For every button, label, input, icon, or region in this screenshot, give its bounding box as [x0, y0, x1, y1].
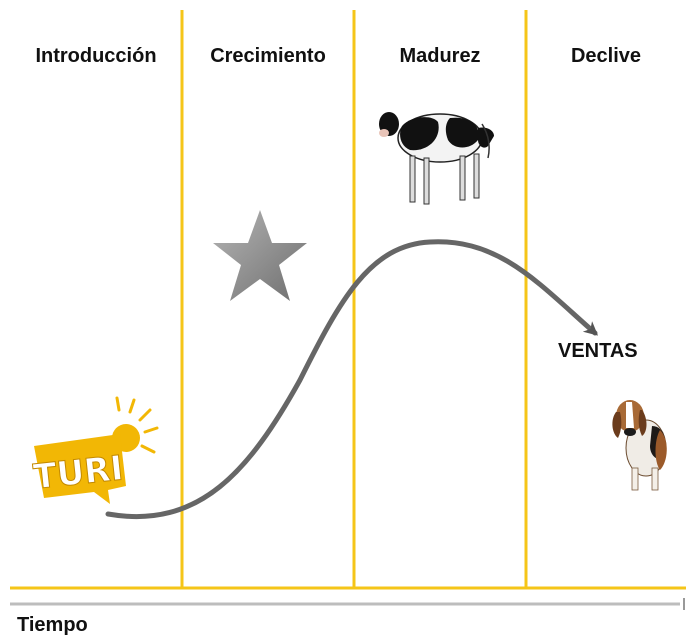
turi-logo-text: TURI — [32, 448, 125, 497]
star-icon — [213, 210, 307, 301]
stage-label-madurez: Madurez — [399, 45, 481, 67]
sales-curve-label: VENTAS — [558, 340, 638, 362]
stage-label-introduccion: Introducción — [35, 45, 157, 67]
cow-icon — [379, 112, 494, 205]
stage-label-crecimiento: Crecimiento — [210, 45, 326, 67]
stage-label-declive: Declive — [570, 45, 642, 67]
sales-curve — [105, 239, 599, 520]
dog-icon — [612, 400, 667, 491]
turi-logo-icon: TURI — [31, 396, 159, 504]
time-axis-label: Tiempo — [17, 614, 88, 636]
